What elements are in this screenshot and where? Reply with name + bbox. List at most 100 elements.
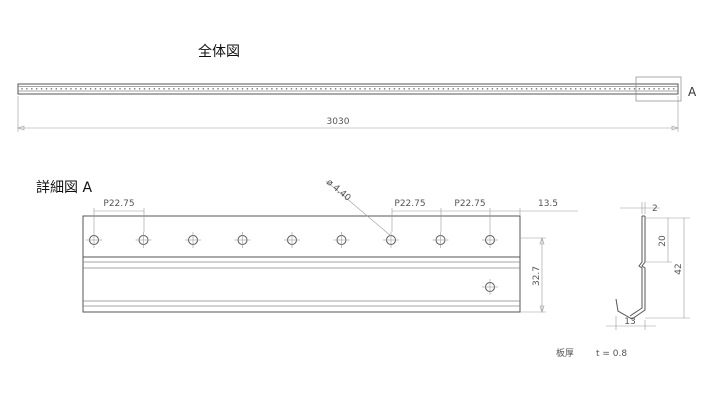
rail-hole bbox=[511, 88, 513, 90]
rail-hole bbox=[271, 88, 273, 90]
rail-hole bbox=[256, 88, 259, 90]
rail-hole bbox=[26, 88, 28, 90]
edge-offset-label: 13.5 bbox=[538, 199, 558, 209]
mounting-hole bbox=[383, 232, 399, 248]
rail-hole bbox=[55, 88, 58, 90]
rail-hole bbox=[197, 88, 200, 90]
mounting-hole bbox=[185, 232, 201, 248]
rail-hole bbox=[315, 88, 317, 90]
rail-hole bbox=[481, 88, 484, 90]
rail-hole bbox=[192, 88, 195, 90]
rail-hole bbox=[408, 88, 410, 90]
rail-hole bbox=[246, 88, 249, 90]
rail-hole bbox=[138, 88, 141, 90]
rail-hole bbox=[486, 88, 489, 90]
rail-hole bbox=[153, 88, 156, 90]
pitch-mid-2-label: P22.75 bbox=[454, 199, 485, 209]
rail-hole bbox=[418, 88, 420, 90]
rail-hole bbox=[50, 88, 53, 90]
rail-hole bbox=[300, 88, 303, 90]
rail-hole bbox=[207, 88, 209, 90]
rail-hole bbox=[403, 88, 406, 90]
rail-hole bbox=[320, 88, 322, 90]
rail-hole bbox=[119, 88, 121, 90]
rail-hole bbox=[599, 88, 601, 90]
detail-single-hole bbox=[482, 279, 498, 295]
detail-holes bbox=[86, 232, 498, 248]
rail-hole bbox=[540, 88, 543, 90]
rail-hole bbox=[187, 88, 190, 90]
pitch-left-label: P22.75 bbox=[103, 199, 134, 209]
rail-hole bbox=[594, 88, 597, 90]
rail-hole bbox=[413, 88, 415, 90]
rail-hole bbox=[369, 88, 371, 90]
rail-hole bbox=[143, 88, 146, 90]
rail-hole bbox=[398, 88, 401, 90]
rail-hole bbox=[643, 88, 646, 90]
rail-hole bbox=[354, 88, 357, 90]
section-profile bbox=[615, 215, 646, 320]
section-dim-bottom: 13 bbox=[624, 317, 635, 327]
detail-a-callout-box bbox=[635, 76, 682, 102]
rail-hole bbox=[530, 88, 533, 90]
rail-hole bbox=[217, 88, 219, 90]
rail-hole bbox=[84, 88, 87, 90]
rail-hole bbox=[545, 88, 548, 90]
rail-hole bbox=[251, 88, 254, 90]
rail-hole bbox=[614, 88, 616, 90]
mounting-hole bbox=[234, 232, 251, 248]
rail-hole bbox=[65, 88, 67, 90]
rail-hole bbox=[202, 88, 205, 90]
rail-hole bbox=[178, 88, 180, 90]
rail-hole bbox=[619, 88, 621, 90]
rail-hole bbox=[462, 88, 464, 90]
rail-hole bbox=[574, 88, 577, 90]
rail-hole bbox=[535, 88, 538, 90]
rail-hole bbox=[452, 88, 455, 90]
rail-hole bbox=[472, 88, 474, 90]
overall-length-dimension bbox=[17, 96, 679, 132]
rail-hole bbox=[310, 88, 312, 90]
rail-hole bbox=[467, 88, 469, 90]
rail-hole bbox=[158, 88, 160, 90]
rail-hole bbox=[653, 88, 655, 90]
rail-hole bbox=[109, 88, 111, 90]
rail-hole bbox=[212, 88, 214, 90]
rail-hole bbox=[427, 88, 430, 90]
hole-diameter-leader bbox=[325, 180, 392, 237]
overall-length-label: 3030 bbox=[327, 117, 350, 127]
rail-hole bbox=[35, 88, 38, 90]
plate-thickness-label: 板厚 bbox=[556, 347, 574, 359]
rail-hole bbox=[114, 88, 116, 90]
rail-hole bbox=[437, 88, 440, 90]
rail-hole bbox=[222, 88, 224, 90]
hole-diameter-label: ø 4.40 bbox=[324, 178, 352, 204]
detail-view-title: 詳細図 A bbox=[36, 180, 92, 196]
rail-hole bbox=[496, 88, 499, 90]
overall-rail-holes bbox=[21, 88, 675, 90]
rail-hole bbox=[329, 88, 332, 90]
rail-hole bbox=[388, 88, 391, 90]
rail-hole bbox=[672, 88, 675, 90]
rail-hole bbox=[133, 88, 136, 90]
rail-hole bbox=[393, 88, 396, 90]
rail-hole bbox=[129, 88, 131, 90]
rail-hole bbox=[40, 88, 43, 90]
rail-hole bbox=[555, 88, 557, 90]
rail-hole bbox=[99, 88, 102, 90]
rail-hole bbox=[31, 88, 33, 90]
rail-hole bbox=[124, 88, 126, 90]
rail-hole bbox=[521, 88, 523, 90]
rail-hole bbox=[501, 88, 504, 90]
rail-hole bbox=[359, 88, 361, 90]
rail-hole bbox=[628, 88, 631, 90]
rail-hole bbox=[609, 88, 611, 90]
rail-hole bbox=[584, 88, 587, 90]
rail-hole bbox=[491, 88, 494, 90]
rail-hole bbox=[658, 88, 660, 90]
rail-hole bbox=[334, 88, 337, 90]
rail-hole bbox=[21, 88, 23, 90]
rail-hole bbox=[173, 88, 175, 90]
rail-hole bbox=[447, 88, 450, 90]
rail-hole bbox=[231, 88, 234, 90]
